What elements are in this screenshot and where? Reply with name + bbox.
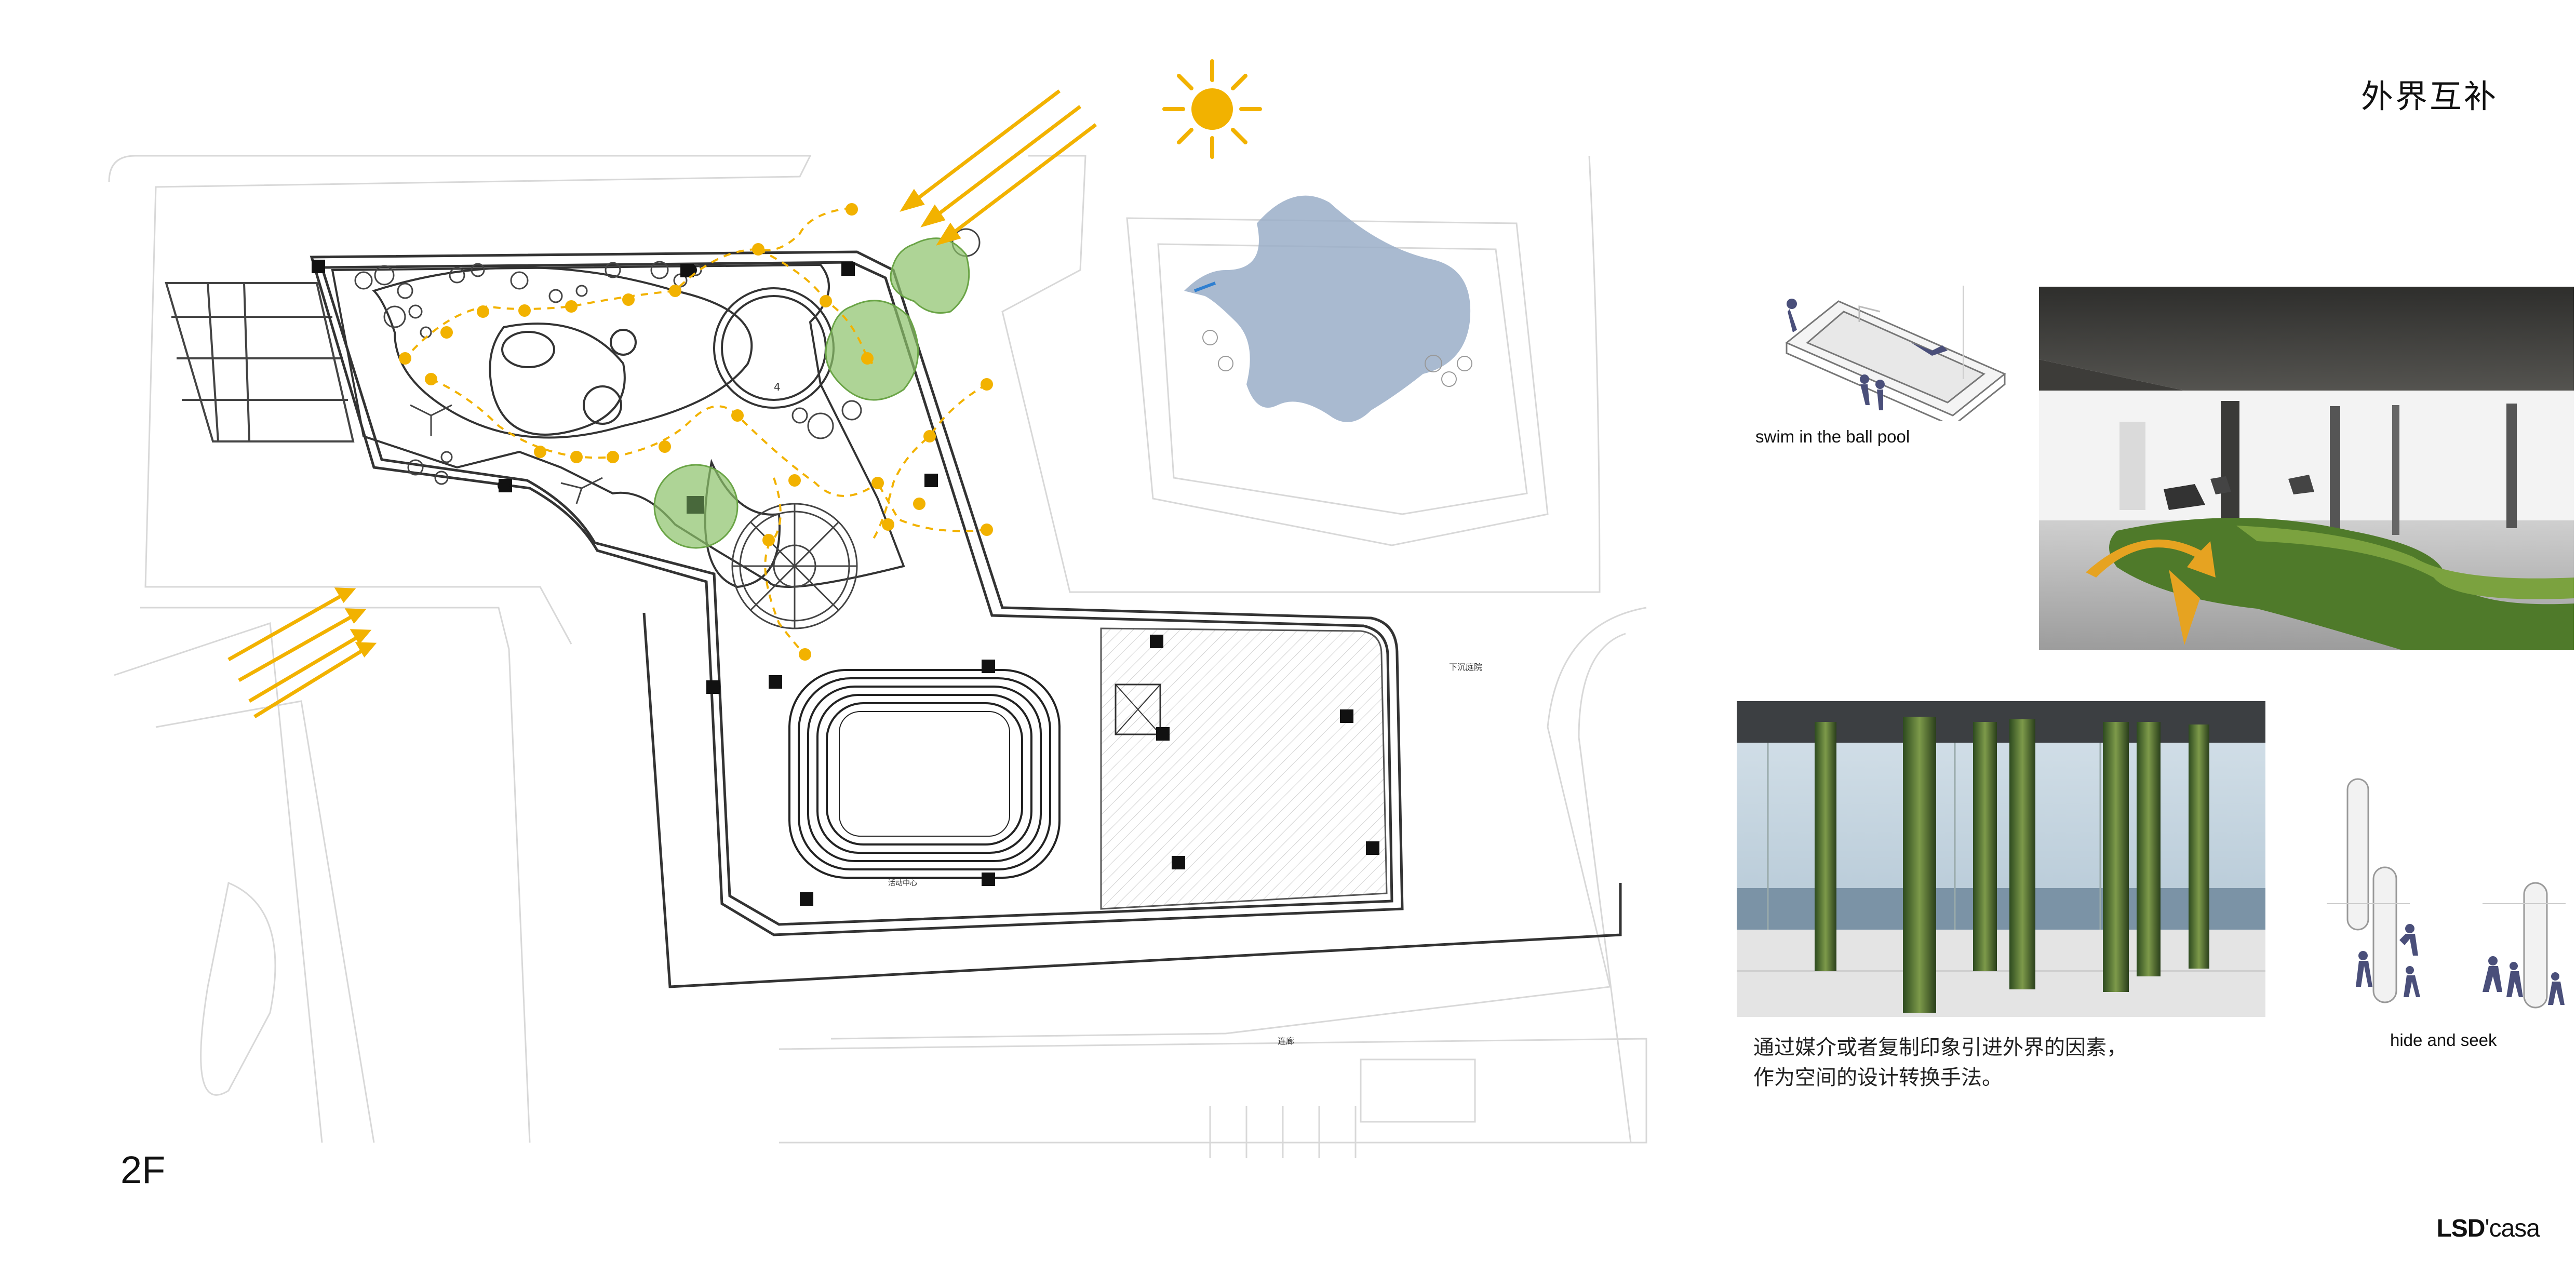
description-line-2: 作为空间的设计转换手法。 bbox=[1753, 1066, 2003, 1090]
room-label-activity: 活动中心 bbox=[888, 879, 917, 888]
floor-plan: 4 bbox=[108, 59, 1647, 1158]
building-outline bbox=[310, 250, 1622, 988]
room-label-corridor: 连廊 bbox=[1278, 1036, 1294, 1046]
description-text: 通过媒介或者复制印象引进外界的因素， 作为空间的设计转换手法。 bbox=[1753, 1032, 2210, 1093]
floor-label: 2F bbox=[120, 1148, 166, 1191]
green-planting bbox=[653, 237, 970, 549]
play-zone bbox=[331, 263, 905, 588]
logo-bold: LSD bbox=[2436, 1215, 2485, 1242]
description-line-1: 通过媒介或者复制印象引进外界的因素， bbox=[1753, 1036, 2127, 1059]
caption-ball-pool: swim in the ball pool bbox=[1755, 427, 1910, 446]
columns bbox=[312, 260, 1379, 906]
forest-columns-photo bbox=[1737, 701, 2265, 1017]
curved-arrow-icon bbox=[2086, 539, 2216, 578]
bridge-structure bbox=[165, 282, 355, 442]
logo-light: 'casa bbox=[2485, 1215, 2540, 1242]
page-title: 外界互补 bbox=[2360, 77, 2498, 115]
brand-logo: LSD'casa bbox=[2436, 1214, 2540, 1243]
interior-green-photo bbox=[2039, 287, 2574, 650]
water-feature bbox=[1184, 195, 1472, 422]
play-objects bbox=[354, 228, 981, 629]
room-label-courtyard: 下沉庭院 bbox=[1449, 662, 1482, 672]
sun-icon bbox=[1162, 59, 1262, 159]
caption-hide-and-seek: hide and seek bbox=[2390, 1030, 2497, 1050]
direction-arrow-icon bbox=[227, 89, 1097, 718]
hatched-court bbox=[1100, 627, 1388, 910]
hide-and-seek-illustration bbox=[2327, 778, 2566, 1009]
path-nodes bbox=[399, 203, 993, 661]
ball-pool-illustration bbox=[1785, 286, 2006, 421]
plan-number-label: 4 bbox=[774, 381, 781, 393]
stadium-track bbox=[788, 669, 1061, 879]
